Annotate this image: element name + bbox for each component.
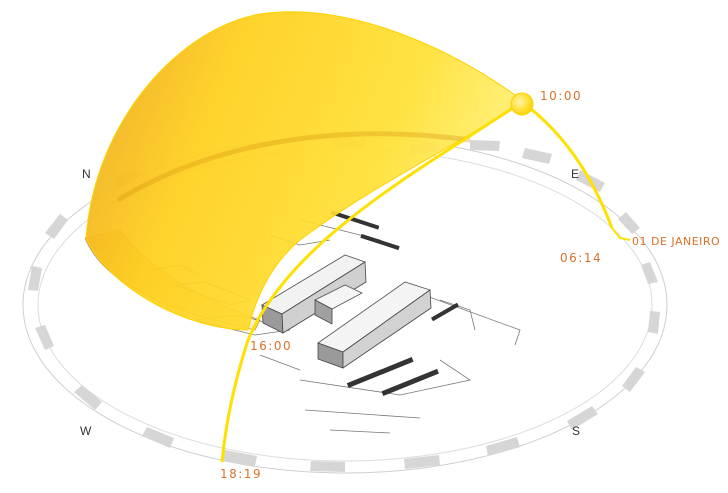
sun-marker: [510, 92, 534, 116]
date-label: 01 DE JANEIRO: [632, 235, 720, 248]
site-details: [330, 210, 459, 397]
time-label-18-19: 18:19: [220, 467, 262, 481]
compass-west-label: W: [80, 424, 92, 438]
time-label-16-00: 16:00: [250, 339, 292, 353]
sun-path-band: [116, 131, 471, 203]
time-label-06-14: 06:14: [560, 251, 602, 265]
compass-east-label: E: [571, 167, 579, 181]
compass-south-label: S: [572, 424, 580, 438]
sun-path-arc-morning: [521, 100, 614, 229]
horizon-ring: [22, 136, 668, 474]
compass-north-label: N: [82, 167, 91, 181]
date-leader-line: [611, 227, 631, 241]
sun-path-arc-afternoon: [220, 100, 523, 463]
building-block-b: [317, 281, 432, 369]
building-connector: [314, 284, 363, 325]
horizon-ticks: [28, 138, 660, 472]
time-label-10-00: 10:00: [540, 89, 582, 103]
